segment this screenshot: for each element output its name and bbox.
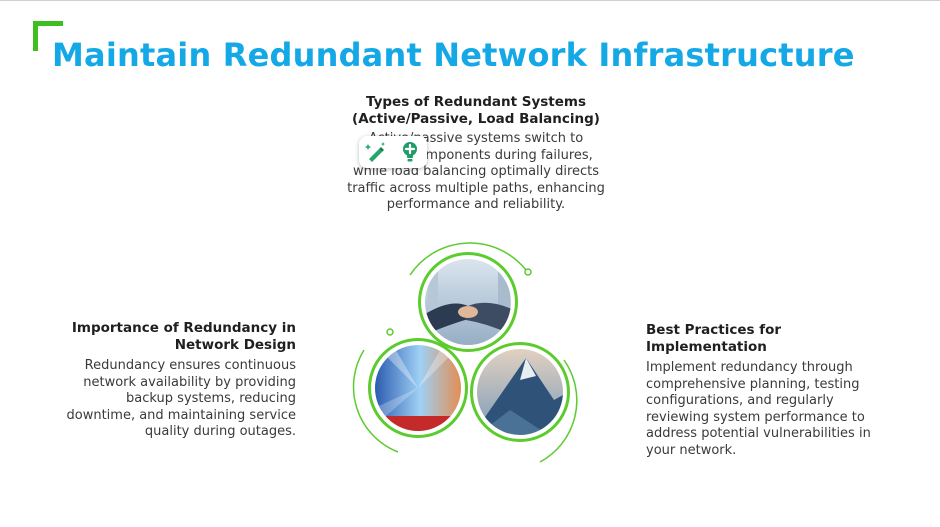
- lightbulb-icon: [403, 142, 417, 162]
- magic-pen-button[interactable]: [363, 139, 389, 165]
- handshake-image: [418, 252, 518, 352]
- importance-section[interactable]: Importance of Redundancy in Network Desi…: [60, 320, 297, 441]
- floating-toolbar: [359, 136, 427, 168]
- top-border: [0, 0, 940, 1]
- mountain-image: [470, 342, 570, 442]
- redundancy-circles-diagram: [352, 242, 578, 463]
- practices-section[interactable]: Best Practices for Implementation Implem…: [646, 322, 896, 459]
- practices-body[interactable]: Implement redundancy through comprehensi…: [646, 360, 871, 458]
- importance-body[interactable]: Redundancy ensures continuous network av…: [66, 358, 297, 439]
- corner-accent-icon: [33, 21, 63, 51]
- magic-pen-icon: [365, 142, 385, 162]
- light-tunnel-image: [368, 338, 468, 438]
- slide-title[interactable]: Maintain Redundant Network Infrastructur…: [52, 36, 855, 74]
- practices-heading[interactable]: Best Practices for Implementation: [646, 322, 782, 355]
- importance-heading[interactable]: Importance of Redundancy in Network Desi…: [71, 320, 296, 353]
- lightbulb-button[interactable]: [397, 139, 423, 165]
- types-heading[interactable]: Types of Redundant Systems (Active/Passi…: [352, 94, 600, 127]
